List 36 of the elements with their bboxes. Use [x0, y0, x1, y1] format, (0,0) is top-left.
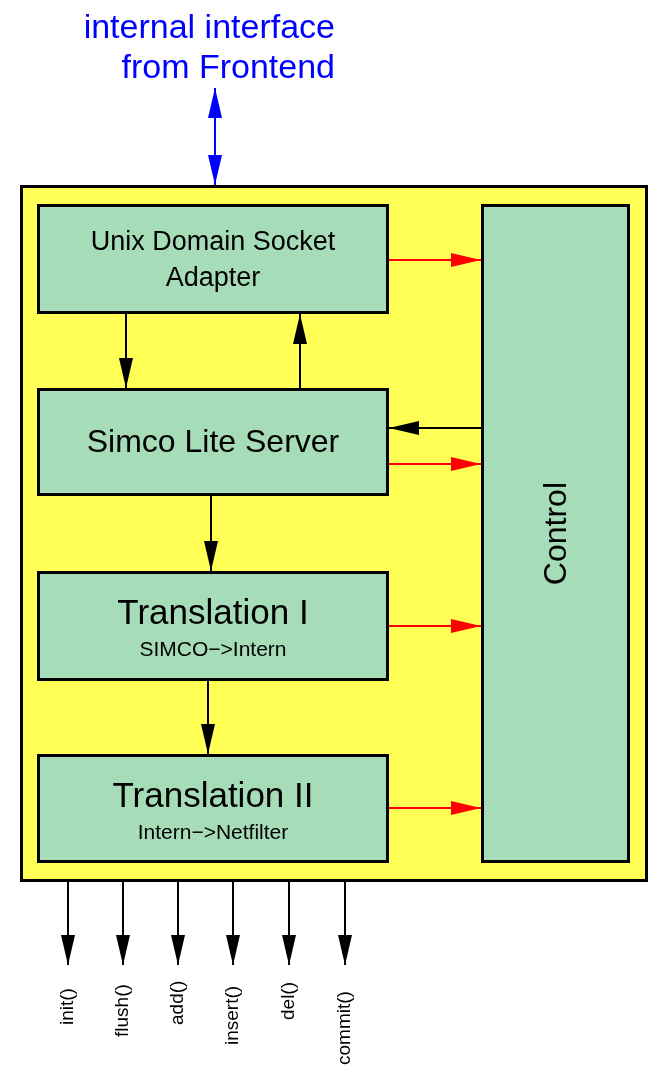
process-box — [37, 571, 389, 681]
arrow — [388, 619, 482, 633]
arrow — [388, 421, 482, 435]
arrow — [171, 881, 185, 966]
arrow — [226, 881, 240, 966]
interface-label: internal interface from Frontend — [30, 6, 335, 88]
arrow — [388, 801, 482, 815]
function-label: init() — [56, 965, 80, 1025]
arrow — [388, 457, 482, 471]
arrow — [201, 680, 215, 755]
process-box — [37, 388, 389, 496]
function-label: flush() — [111, 965, 135, 1037]
function-label: commit() — [333, 965, 357, 1065]
arrow — [116, 881, 130, 966]
box-title: Control — [535, 481, 574, 586]
arrow — [119, 313, 133, 389]
arrow — [338, 881, 352, 966]
box-title: Translation I — [117, 591, 309, 634]
box-title: Translation II — [112, 773, 314, 816]
arrow — [208, 87, 222, 186]
box-title: Unix Domain Socket Adapter — [89, 224, 337, 294]
arrow — [204, 495, 218, 572]
container-box — [20, 185, 648, 882]
box-subtitle: Intern−>Netfilter — [137, 818, 289, 845]
process-box — [481, 204, 630, 863]
process-box — [37, 204, 389, 314]
function-label: del() — [277, 965, 301, 1020]
function-label: add() — [166, 965, 190, 1025]
arrow — [282, 881, 296, 966]
arrow — [61, 881, 75, 966]
box-subtitle: SIMCO−>Intern — [139, 636, 287, 663]
process-box — [37, 754, 389, 863]
function-label: insert() — [221, 965, 245, 1045]
arrow — [293, 313, 307, 389]
box-title: Simco Lite Server — [86, 422, 340, 462]
arrow — [388, 253, 482, 267]
